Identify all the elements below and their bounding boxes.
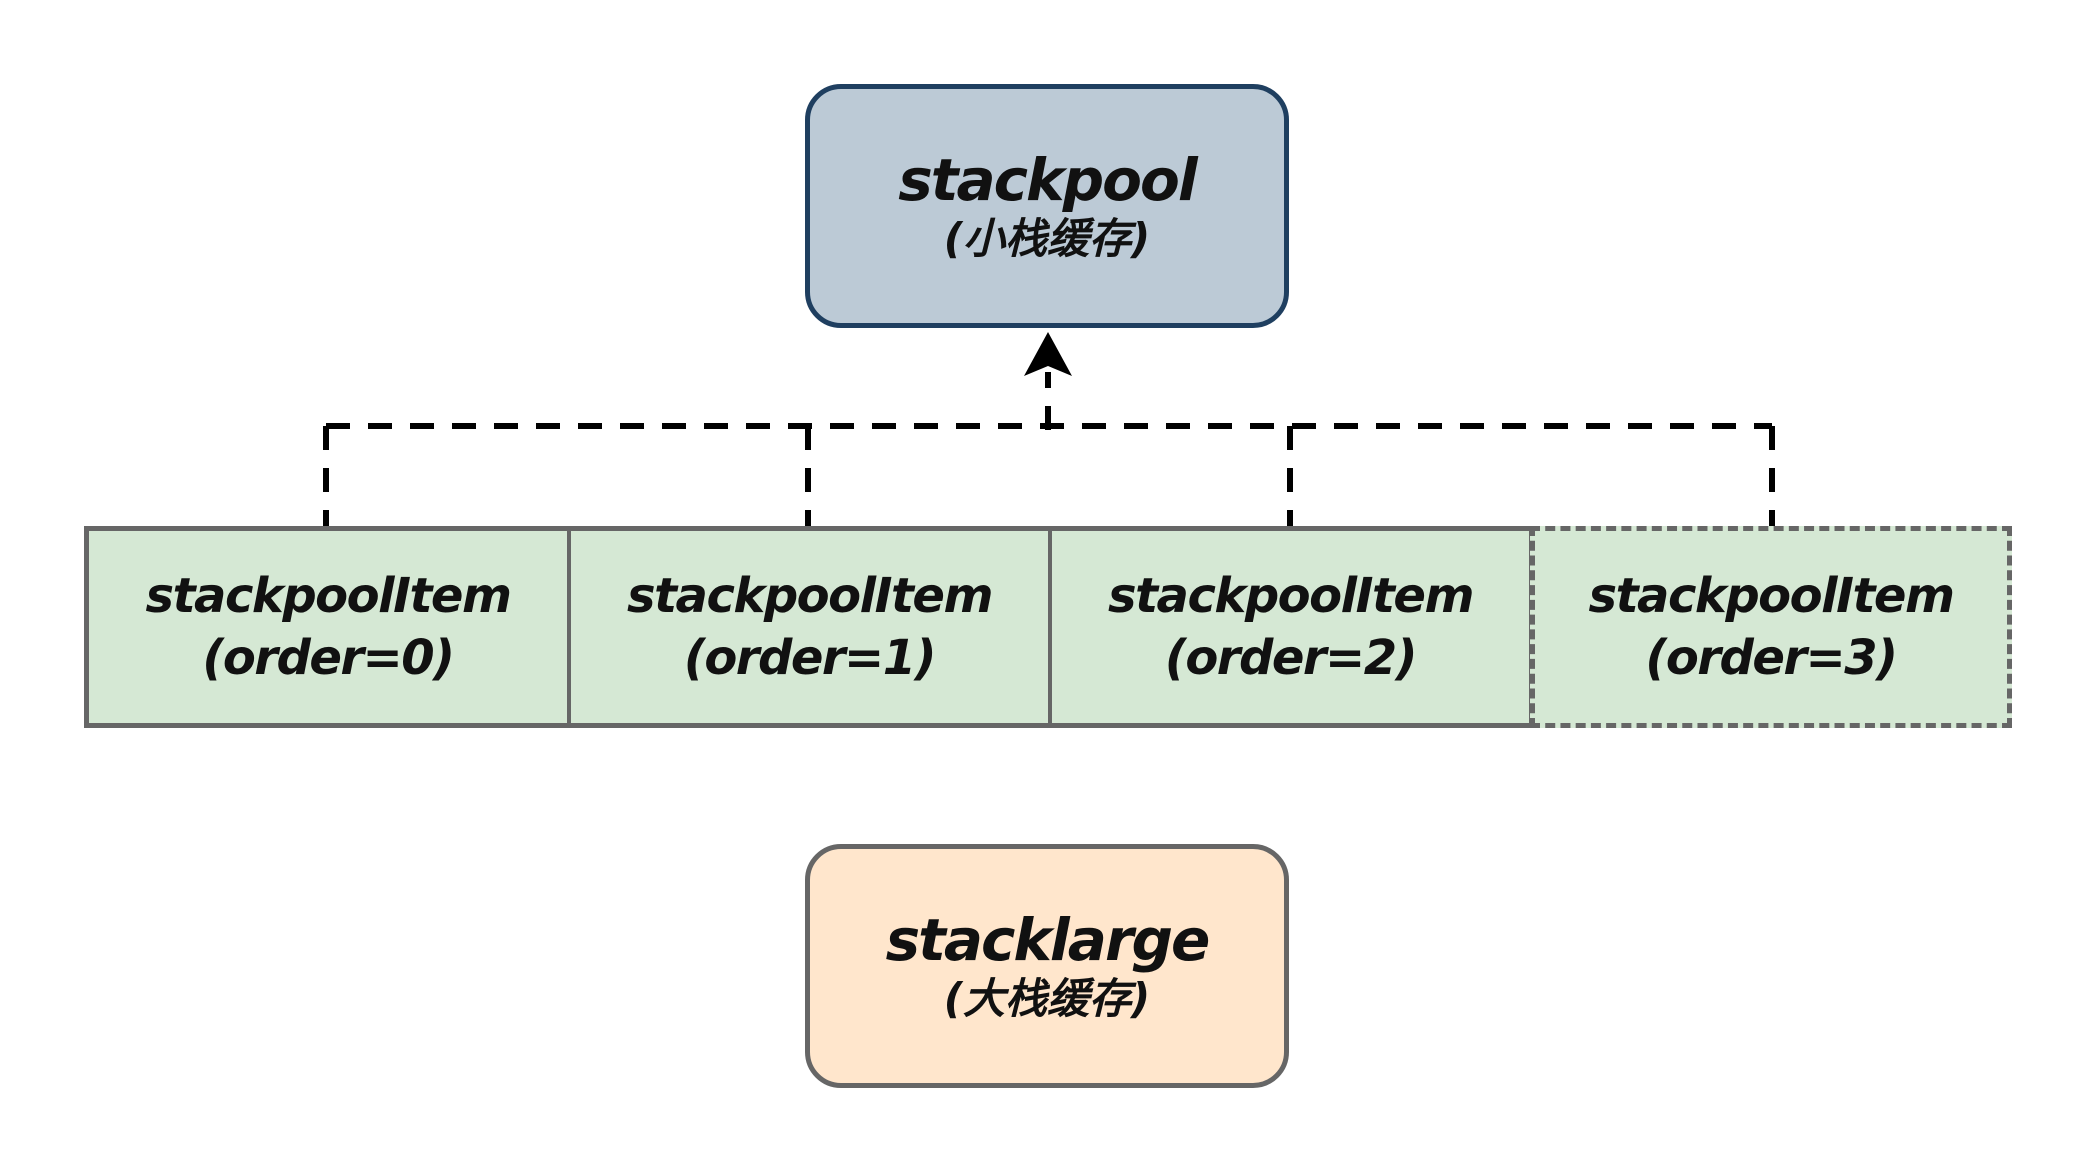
item-order: (order=0) — [202, 630, 455, 686]
item-order: (order=3) — [1645, 630, 1898, 686]
item-order: (order=1) — [683, 630, 937, 686]
stackpool-title: stackpool — [898, 146, 1197, 214]
stackpool-subtitle: (小栈缓存) — [943, 214, 1151, 263]
item-order: (order=2) — [1164, 630, 1418, 686]
item-title: stackpoolItem — [145, 568, 512, 624]
stackpool-item-0: stackpoolItem (order=0) — [84, 526, 570, 728]
stacklarge-node: stacklarge (大栈缓存) — [805, 844, 1289, 1088]
stackpool-node: stackpool (小栈缓存) — [805, 84, 1289, 328]
stacklarge-subtitle: (大栈缓存) — [943, 974, 1151, 1023]
arrowhead-icon — [1024, 332, 1072, 376]
stackpool-item-3: stackpoolItem (order=3) — [1530, 526, 2012, 728]
item-title: stackpoolItem — [627, 568, 993, 624]
item-title: stackpoolItem — [1588, 568, 1955, 624]
stackpool-item-1: stackpoolItem (order=1) — [568, 526, 1051, 728]
dashed-connectors — [323, 372, 1775, 526]
stackpool-item-2: stackpoolItem (order=2) — [1049, 526, 1532, 728]
item-title: stackpoolItem — [1108, 568, 1474, 624]
stacklarge-title: stacklarge — [885, 906, 1211, 974]
